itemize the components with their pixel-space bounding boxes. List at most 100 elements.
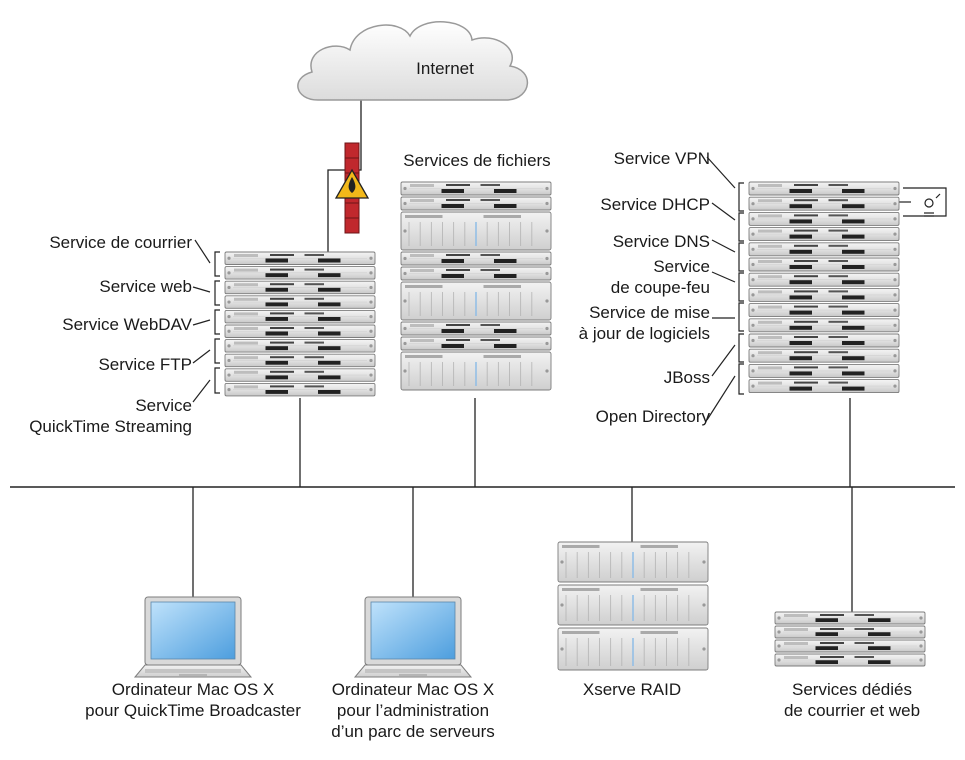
storage-array bbox=[557, 541, 709, 583]
right-rack-label-line: à jour de logiciels bbox=[579, 324, 710, 343]
bottom-node-label-line: Ordinateur Mac OS X bbox=[332, 680, 495, 699]
label-leader bbox=[706, 156, 736, 189]
cloud-label: Internet bbox=[416, 59, 474, 78]
network-lines bbox=[10, 100, 955, 612]
storage-array bbox=[400, 281, 552, 321]
storage-array bbox=[557, 584, 709, 626]
server-unit bbox=[224, 368, 376, 382]
right-rack bbox=[748, 181, 900, 394]
server-unit bbox=[748, 257, 900, 272]
server-unit bbox=[748, 242, 900, 257]
right-rack-label: Service DNS bbox=[613, 232, 710, 251]
label-leader bbox=[711, 202, 736, 221]
bottom-nodes: Ordinateur Mac OS X pour QuickTime Broadc… bbox=[85, 541, 926, 741]
left-rack-label: Service FTP bbox=[98, 355, 192, 374]
storage-array bbox=[557, 627, 709, 671]
server-unit bbox=[748, 363, 900, 378]
left-rack-label-line: Service bbox=[135, 396, 192, 415]
server-unit bbox=[748, 318, 900, 333]
label-leader bbox=[192, 379, 211, 403]
file-services-label: Services de fichiers bbox=[403, 151, 550, 170]
server-unit bbox=[400, 251, 552, 266]
server-unit bbox=[224, 280, 376, 295]
server-unit bbox=[400, 181, 552, 196]
server-unit bbox=[748, 227, 900, 242]
right-rack-label-line: Open Directory bbox=[596, 407, 711, 426]
left-rack-label: Service web bbox=[99, 277, 192, 296]
label-leader bbox=[711, 344, 736, 377]
rack-bracket bbox=[738, 302, 744, 332]
storage-array bbox=[400, 351, 552, 391]
rack-bracket bbox=[214, 338, 220, 364]
rack-bracket bbox=[738, 272, 744, 302]
right-rack-label: Service de coupe-feu bbox=[611, 257, 710, 297]
cloud-icon: Internet bbox=[297, 21, 529, 101]
left-rack bbox=[224, 251, 376, 397]
rack-bracket bbox=[214, 280, 220, 306]
rack-bracket bbox=[738, 242, 744, 272]
rack-bracket bbox=[214, 251, 220, 277]
server-icon bbox=[774, 611, 926, 667]
server-unit bbox=[774, 625, 926, 639]
server-unit bbox=[748, 287, 900, 302]
bottom-node-label: Services dédiés de courrier et web bbox=[784, 680, 920, 720]
right-rack-label-line: Service bbox=[653, 257, 710, 276]
server-unit bbox=[748, 196, 900, 211]
right-rack-label-line: de coupe-feu bbox=[611, 278, 710, 297]
rack-bracket bbox=[214, 309, 220, 335]
server-unit bbox=[748, 211, 900, 226]
bottom-node-label-line: de courrier et web bbox=[784, 701, 920, 720]
bottom-node-label-line: pour QuickTime Broadcaster bbox=[85, 701, 301, 720]
right-rack-label: Service DHCP bbox=[600, 195, 710, 214]
server-unit bbox=[748, 379, 900, 394]
left-rack-label-line: Service web bbox=[99, 277, 192, 296]
bottom-node-label: Xserve RAID bbox=[583, 680, 681, 699]
rack-bracket bbox=[738, 363, 744, 395]
vpn-lock-icon bbox=[897, 187, 947, 217]
firewall-icon bbox=[334, 142, 370, 234]
server-unit bbox=[224, 324, 376, 338]
server-unit bbox=[400, 266, 552, 281]
laptop-icon bbox=[353, 596, 473, 678]
server-unit bbox=[774, 611, 926, 625]
server-unit bbox=[224, 266, 376, 280]
server-unit bbox=[748, 303, 900, 318]
server-unit bbox=[748, 348, 900, 363]
left-rack-label: Service WebDAV bbox=[62, 315, 192, 334]
bottom-node-label: Ordinateur Mac OS X pour QuickTime Broadc… bbox=[85, 680, 301, 720]
server-unit bbox=[400, 321, 552, 336]
bottom-node-label: Ordinateur Mac OS X pour l’administration… bbox=[331, 680, 494, 741]
bottom-node-label-line: Services dédiés bbox=[792, 680, 912, 699]
label-leader bbox=[192, 286, 211, 293]
right-rack-label-line: Service VPN bbox=[614, 149, 710, 168]
label-leader bbox=[706, 375, 736, 421]
server-unit bbox=[224, 339, 376, 353]
right-rack-label: Service de mise à jour de logiciels bbox=[579, 303, 710, 343]
server-unit bbox=[774, 639, 926, 653]
left-rack-label-line: Service de courrier bbox=[49, 233, 192, 252]
server-unit bbox=[748, 333, 900, 348]
right-rack-label-line: Service DHCP bbox=[600, 195, 710, 214]
server-unit bbox=[400, 336, 552, 351]
rack-bracket bbox=[738, 182, 744, 212]
bottom-node-label-line: Ordinateur Mac OS X bbox=[112, 680, 275, 699]
server-unit bbox=[224, 309, 376, 324]
raid-icon bbox=[557, 541, 709, 671]
rack-bracket bbox=[738, 333, 744, 363]
left-rack-label-line: Service FTP bbox=[98, 355, 192, 374]
label-leader bbox=[192, 349, 211, 364]
server-unit bbox=[224, 382, 376, 397]
label-leader bbox=[711, 271, 736, 283]
laptop-icon bbox=[133, 596, 253, 678]
server-unit bbox=[748, 181, 900, 196]
server-unit bbox=[224, 251, 376, 265]
bottom-node-label-line: pour l’administration bbox=[337, 701, 489, 720]
right-rack-label-line: Service DNS bbox=[613, 232, 710, 251]
server-unit bbox=[748, 272, 900, 287]
bottom-node-label-line: Xserve RAID bbox=[583, 680, 681, 699]
right-rack-label-line: Service de mise bbox=[589, 303, 710, 322]
left-rack-label-line: Service WebDAV bbox=[62, 315, 192, 334]
